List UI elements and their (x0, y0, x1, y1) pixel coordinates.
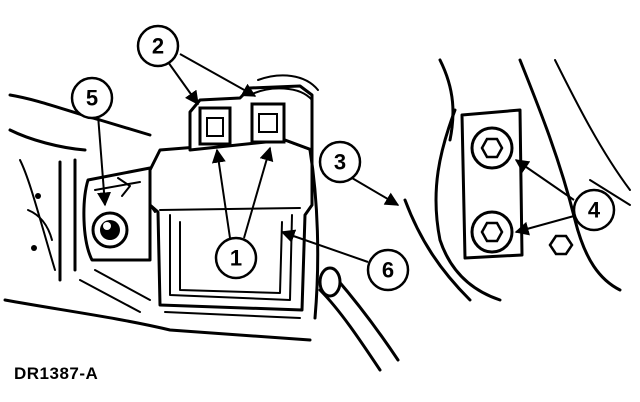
callout-3: 3 (318, 140, 362, 184)
svg-text:2: 2 (152, 34, 164, 59)
hose (318, 266, 400, 372)
callout-6: 6 (366, 248, 410, 292)
bolt-5 (91, 211, 129, 249)
callout-5: 5 (70, 76, 114, 120)
leader-lines (97, 53, 575, 263)
callout-4: 4 (572, 188, 616, 232)
svg-text:1: 1 (230, 246, 242, 271)
svg-text:4: 4 (588, 198, 601, 223)
figure-id-label: DR1387-A (14, 364, 99, 383)
mounting-structure-right (403, 58, 631, 302)
module-housing (148, 138, 320, 320)
svg-text:3: 3 (334, 150, 346, 175)
electrical-connector-left (198, 106, 232, 146)
electrical-connector-right (250, 102, 286, 144)
bolt-4-upper (470, 126, 514, 170)
callout-1: 1 (214, 236, 258, 280)
svg-text:6: 6 (382, 258, 394, 283)
svg-text:5: 5 (86, 86, 98, 111)
callout-2: 2 (136, 24, 180, 68)
nut (548, 234, 574, 256)
bolt-4-lower (470, 210, 514, 254)
